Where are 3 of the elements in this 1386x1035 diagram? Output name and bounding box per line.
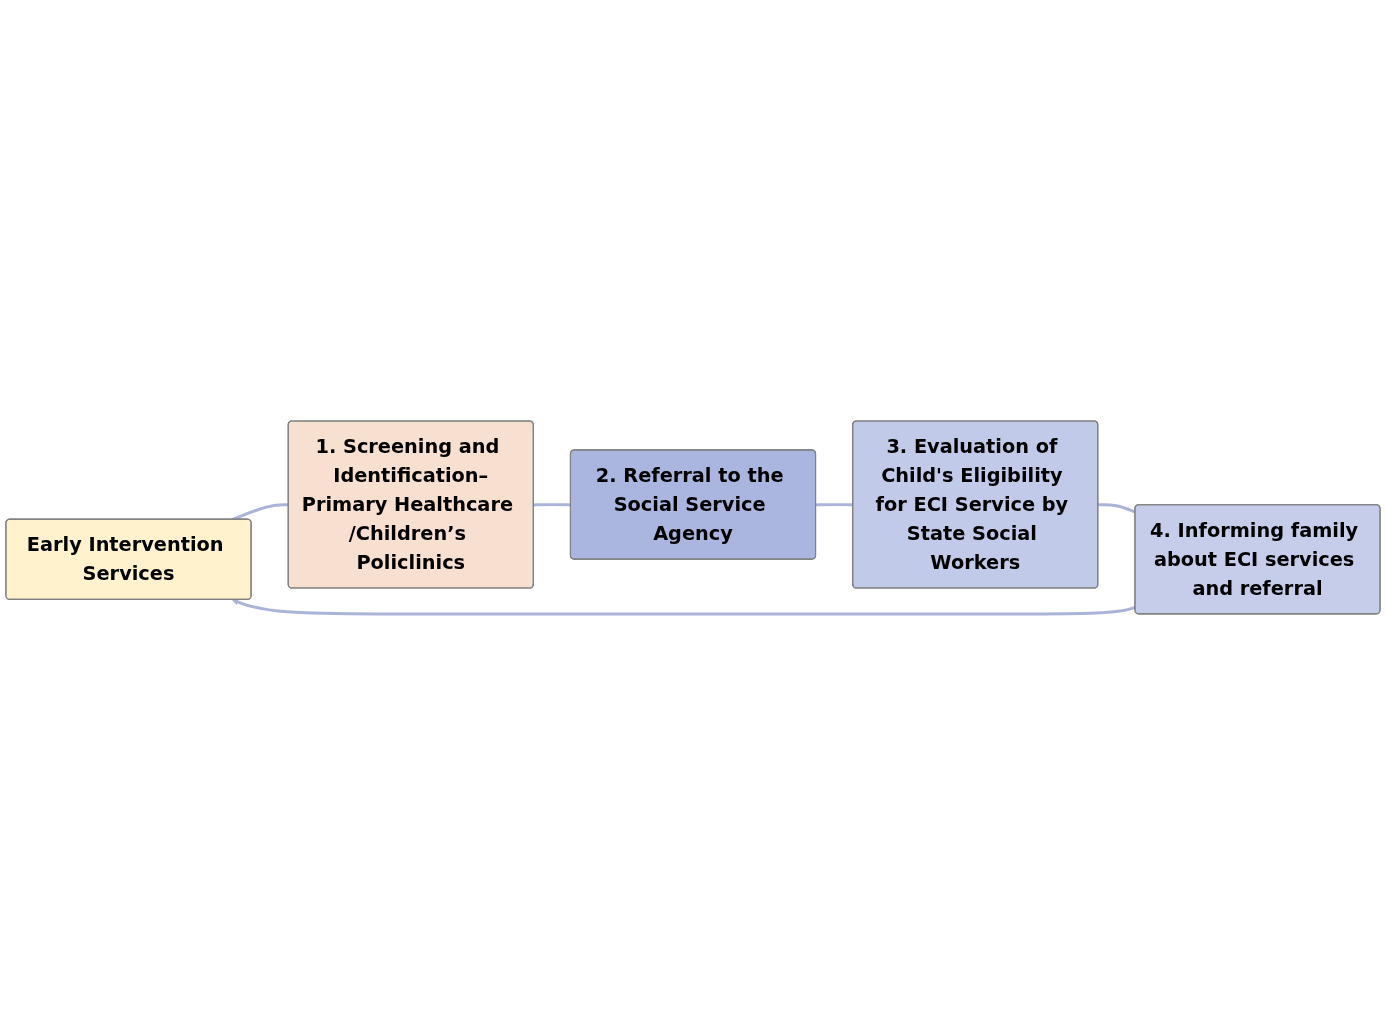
connector — [533, 503, 571, 507]
arrow — [231, 598, 1136, 616]
connector — [231, 503, 289, 521]
